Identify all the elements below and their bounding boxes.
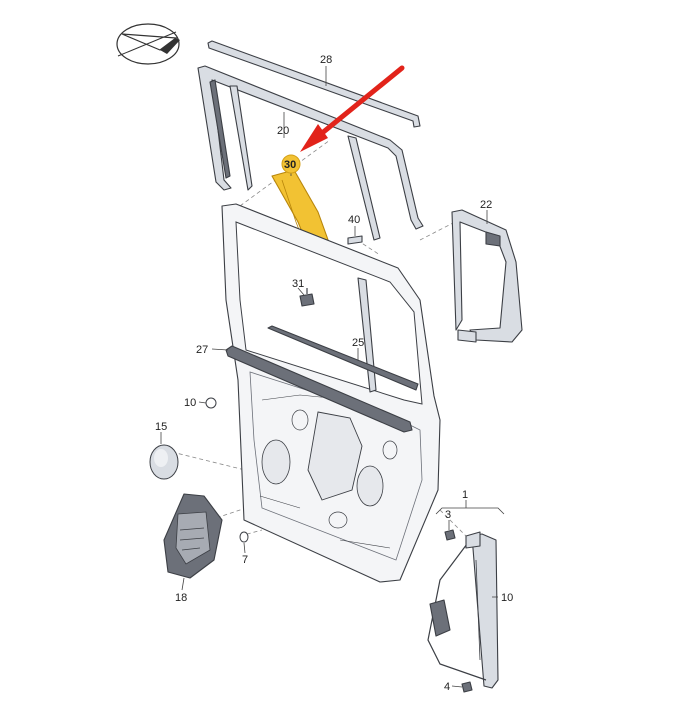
part-40-clip xyxy=(347,235,363,245)
part-number-labels: 28 20 30 40 22 31 27 25 10 15 1 3 7 18 1… xyxy=(155,54,513,693)
label-31: 31 xyxy=(292,278,304,290)
leader-lines xyxy=(160,66,505,688)
part-31-screw xyxy=(299,288,315,307)
label-40: 40 xyxy=(348,214,360,226)
part-22-frame-trim xyxy=(451,209,523,343)
label-1: 1 xyxy=(462,489,468,501)
part-10-grommet xyxy=(205,397,217,409)
part-7-grommet xyxy=(239,531,249,543)
label-10-left: 10 xyxy=(184,397,196,409)
part-18-speaker-cover xyxy=(163,493,223,579)
part-10-window-regulator xyxy=(427,531,499,689)
label-15: 15 xyxy=(155,421,167,433)
label-7: 7 xyxy=(242,554,248,566)
part-28-outer-strip xyxy=(207,40,421,128)
label-27: 27 xyxy=(196,344,208,356)
highlight-badge-30 xyxy=(281,154,301,174)
orientation-arrow-icon xyxy=(116,23,180,65)
label-4: 4 xyxy=(444,681,450,693)
red-arrow-icon xyxy=(300,65,405,152)
label-30: 30 xyxy=(284,159,296,171)
label-20: 20 xyxy=(277,125,289,137)
label-22: 22 xyxy=(480,199,492,211)
part-15-cover xyxy=(149,444,179,480)
part-3-bolt xyxy=(444,529,456,541)
part-25-belt-seal xyxy=(267,325,419,391)
label-10-right: 10 xyxy=(501,592,513,604)
label-3: 3 xyxy=(445,509,451,521)
label-25: 25 xyxy=(352,337,364,349)
part-27-outer-belt xyxy=(225,345,413,433)
part-4-nut xyxy=(461,681,473,693)
label-18: 18 xyxy=(175,592,187,604)
label-28: 28 xyxy=(320,54,332,66)
part-20-window-channel xyxy=(197,65,424,241)
